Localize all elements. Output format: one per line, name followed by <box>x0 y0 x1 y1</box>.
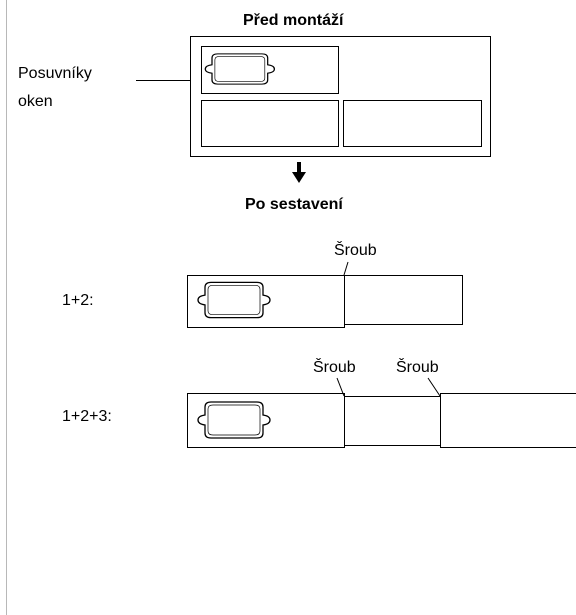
before-panel-frame <box>190 36 491 157</box>
assembly-1-2-3-screw-label-2: Šroub <box>396 359 439 376</box>
assembly-1-2-screw-label: Šroub <box>334 242 377 259</box>
assembly-1-2-part-2 <box>344 275 463 325</box>
screw-leader <box>336 377 345 397</box>
window-slider-handle-icon <box>197 401 271 439</box>
before-slider-box <box>201 46 339 94</box>
arrow-down-icon <box>292 162 306 183</box>
before-label-line1: Posuvníky <box>18 65 92 82</box>
before-label-line2: oken <box>18 93 53 110</box>
assembly-1-2-3-screw-label-1: Šroub <box>313 359 356 376</box>
screw-leader <box>343 261 349 276</box>
window-slider-handle-icon <box>197 281 271 319</box>
assembly-1-2-label: 1+2: <box>62 292 94 309</box>
before-title: Před montáží <box>243 12 344 29</box>
window-slider-handle-icon <box>204 53 276 85</box>
assembly-1-2-3-part-3 <box>440 393 576 448</box>
page-margin-rule <box>6 0 7 615</box>
before-part-left <box>201 100 339 147</box>
assembly-1-2-3-label: 1+2+3: <box>62 408 112 425</box>
after-title: Po sestavení <box>245 196 343 213</box>
before-label-leader <box>136 80 190 81</box>
screw-leader <box>427 377 441 397</box>
before-part-right <box>343 100 482 147</box>
